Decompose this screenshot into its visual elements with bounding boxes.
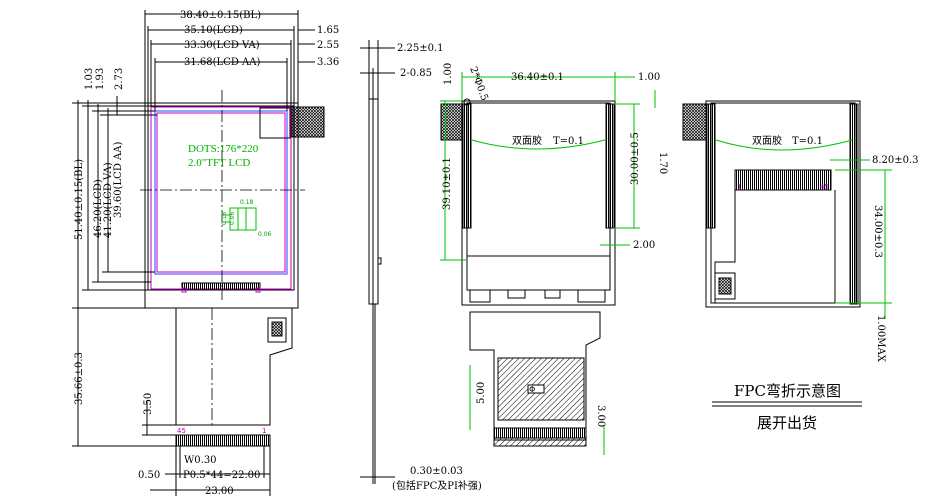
pixel-dim-2: 0.06 xyxy=(258,231,272,238)
pixel-dim-3: 0.18 xyxy=(221,211,228,225)
label-cover: Φ xyxy=(529,385,535,394)
dim-165: 1.65 xyxy=(317,25,339,36)
dim-bl-height: 51.40±0.15(BL) xyxy=(74,159,85,240)
dim-back-height: 39.10±0.1 xyxy=(442,157,453,210)
dim-3400: 34.00±0.3 xyxy=(872,205,883,258)
dim-pitch: P0.5*44=22.00 xyxy=(183,470,260,481)
dim-back-width: 36.40±0.1 xyxy=(511,72,564,83)
dim-va-height: 41.20(LCD VA) xyxy=(103,162,114,238)
dim-stiffener: 3.50 xyxy=(143,393,154,415)
dim-300: 3.00 xyxy=(595,405,606,427)
dim-820: 8.20±0.3 xyxy=(872,155,919,166)
dots-label: DOTS:176*220 xyxy=(188,143,259,155)
front-pin-first: 45 xyxy=(177,427,186,435)
dim-max: 1.00MAX xyxy=(875,315,886,363)
dim-lcd-height: 46.20(LCD) xyxy=(93,179,104,238)
bent-pin-last: 45 xyxy=(820,183,829,191)
dim-193: 1.93 xyxy=(95,68,106,90)
dim-170: 1.70 xyxy=(657,152,668,174)
title-fold: FPC弯折示意图 xyxy=(734,382,841,400)
side-view: 2.25±0.1 2-0.85 0.30±0.03 (包括FPC及PI补强) xyxy=(360,40,482,492)
front-bottom-dimensions: W0.30 P0.5*44=22.00 0.50 23.00 xyxy=(138,446,271,497)
titles: FPC弯折示意图 展开出货 xyxy=(712,382,862,432)
dim-500: 5.00 xyxy=(476,382,487,404)
title-unfold: 展开出货 xyxy=(757,414,817,432)
dim-273: 2.73 xyxy=(114,68,125,90)
dim-aa-height: 39.60(LCD AA) xyxy=(113,142,124,218)
back-tape-thickness: T=0.1 xyxy=(553,136,584,147)
pixel-dim-1: 0.18 xyxy=(240,199,254,206)
lcd-type-label: 2.0"TFT LCD xyxy=(188,157,250,169)
dim-edge-gap: 0.50 xyxy=(138,470,160,481)
front-left-dimensions: 1.03 1.93 2.73 39.60(LCD AA) 41.20(LCD V… xyxy=(72,68,176,447)
pixel-detail: 0.18 0.06 0.18 0.06 xyxy=(221,199,272,238)
dim-fpc-width: 23.00 xyxy=(205,486,234,497)
dim-va-width: 33.30(LCD VA) xyxy=(184,40,260,51)
dim-side-glass: 2-0.85 xyxy=(400,68,432,79)
dim-103: 1.03 xyxy=(84,68,95,90)
front-view: 45 1 DOTS:176*220 2.0"TFT LCD 0.18 0.06 … xyxy=(72,10,339,497)
pixel-dim-4: 0.06 xyxy=(229,211,236,225)
back-tape-label: 双面胶 xyxy=(512,134,542,147)
front-top-dimensions: 38.40±0.15(BL) 35.10(LCD) 33.30(LCD VA) … xyxy=(144,10,339,111)
back-view: Φ 双面胶 T=0.1 36.40±0.1 1.00 1.00 2*Φ0.5 3… xyxy=(440,63,668,455)
dim-bl-width: 38.40±0.15(BL) xyxy=(180,10,261,21)
bent-tape-label: 双面胶 xyxy=(752,134,782,147)
dim-255: 2.55 xyxy=(317,40,339,51)
bent-tape-thickness: T=0.1 xyxy=(792,136,823,147)
bent-pin-first: 1 xyxy=(737,183,741,191)
bent-view: 1 45 双面胶 T=0.1 8.20±0.3 34.00±0.3 1.00MA… xyxy=(682,100,919,363)
dim-fpc-thickness: 0.30±0.03 xyxy=(410,466,463,477)
dim-hole: 2*Φ0.5 xyxy=(467,65,489,102)
side-note: (包括FPC及PI补强) xyxy=(392,479,482,492)
dim-aa-width: 31.68(LCD AA) xyxy=(184,57,260,68)
dim-back-right: 1.00 xyxy=(638,72,660,83)
dim-side-thickness: 2.25±0.1 xyxy=(397,43,444,54)
dim-fpc-length: 35.66±0.3 xyxy=(74,352,85,405)
dim-pin-width: W0.30 xyxy=(184,455,217,466)
dim-back-left: 1.00 xyxy=(443,63,454,85)
dim-200: 2.00 xyxy=(633,240,655,251)
dim-336: 3.36 xyxy=(317,57,339,68)
dim-lcd-width: 35.10(LCD) xyxy=(184,25,243,36)
front-pin-last: 1 xyxy=(262,427,266,435)
dim-tape-length: 30.00±0.5 xyxy=(630,132,641,185)
